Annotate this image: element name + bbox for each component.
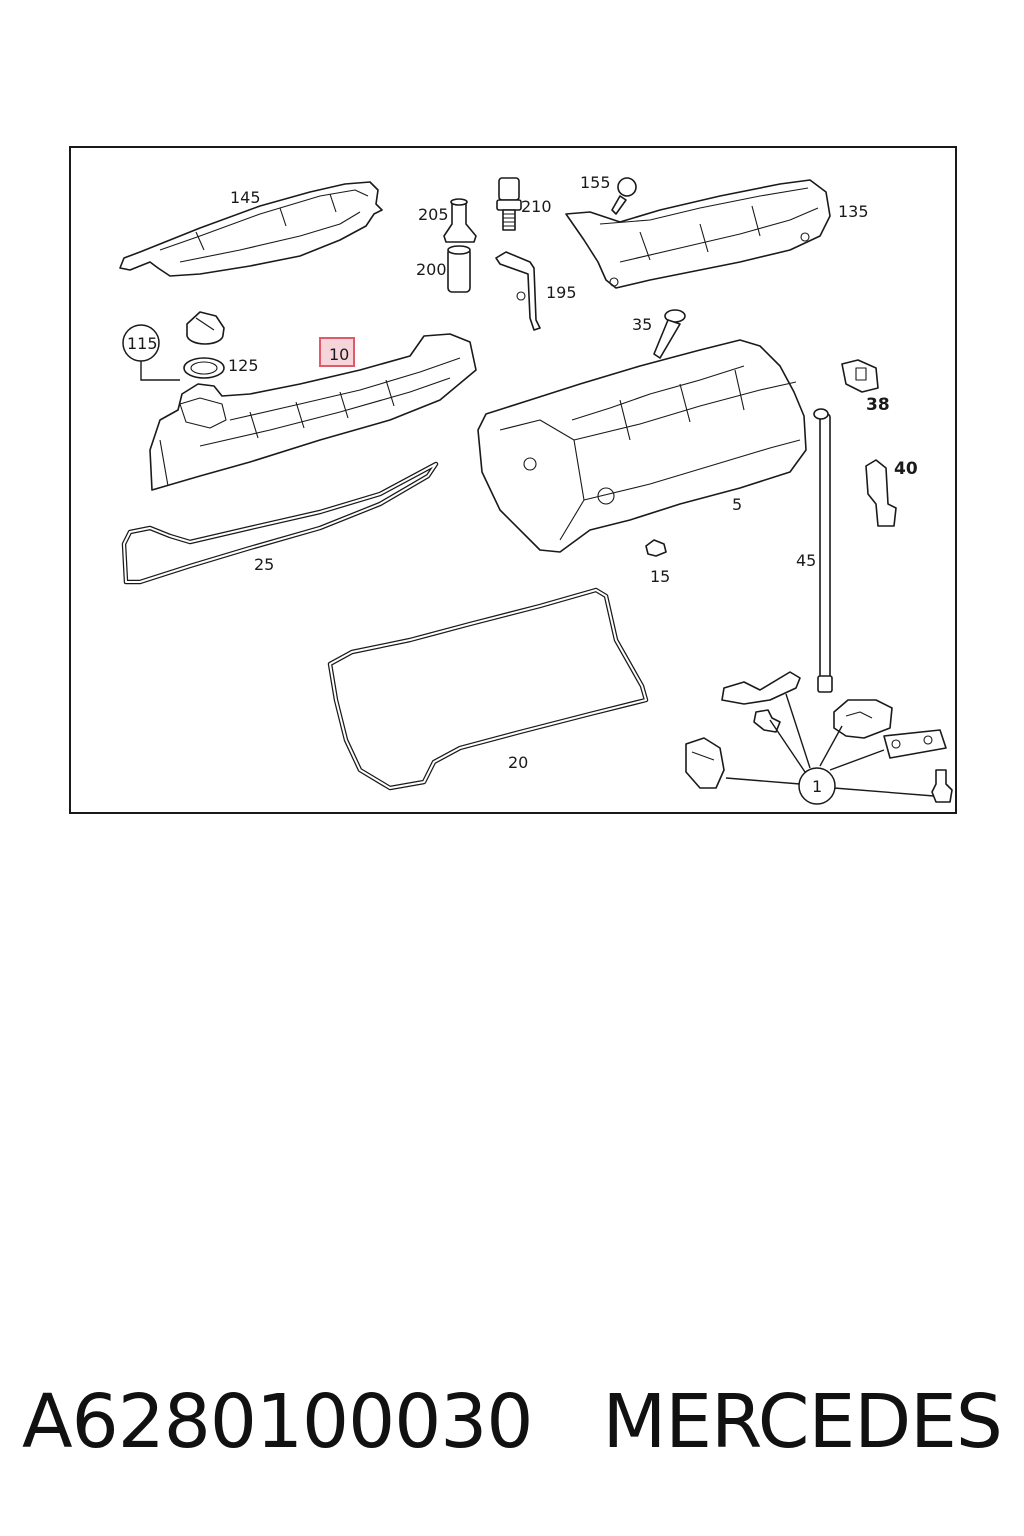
part-20-gasket (327, 587, 649, 791)
callout-200: 200 (416, 260, 447, 279)
part-5-cover (477, 339, 807, 553)
callout-45: 45 (796, 551, 816, 570)
part-15-seal (645, 539, 667, 557)
callout-115-circle (122, 324, 160, 362)
callout-125: 125 (228, 356, 259, 375)
callout-38: 38 (866, 395, 890, 415)
callout-35: 35 (632, 315, 652, 334)
highlight-box-10 (319, 337, 355, 367)
callout-40: 40 (894, 459, 918, 479)
part-number: A6280100030 (22, 1379, 533, 1465)
part-115-cap (186, 311, 225, 345)
callout-15: 15 (650, 567, 670, 586)
part-38-clip (841, 359, 879, 393)
part-135-cover (565, 179, 831, 289)
callout-155: 155 (580, 173, 611, 192)
part-10-cover (149, 333, 477, 491)
callout-20: 20 (508, 753, 528, 772)
callout-25: 25 (254, 555, 274, 574)
callout-5: 5 (732, 495, 742, 514)
callout-1: 1 (812, 777, 822, 796)
part-155-screw (611, 177, 637, 215)
part-1-kit (685, 671, 953, 803)
part-125-ring (183, 357, 225, 379)
part-145-cover (119, 181, 383, 277)
part-35-bolt (653, 309, 686, 359)
part-40-bracket (865, 459, 897, 527)
callout-10: 10 (329, 345, 349, 364)
callout-135: 135 (838, 202, 869, 221)
callout-210: 210 (521, 197, 552, 216)
callout-115: 115 (127, 334, 158, 353)
brand-name: MERCEDES (602, 1379, 1002, 1465)
part-195-bracket (495, 251, 541, 331)
part-25-gasket (121, 461, 439, 585)
footer-caption: A6280100030 MERCEDES (22, 1372, 1012, 1472)
part-210-bolt (496, 177, 522, 231)
callout-205: 205 (418, 205, 449, 224)
callout-195: 195 (546, 283, 577, 302)
part-45-rod (813, 408, 833, 693)
part-200-sleeve (447, 245, 471, 293)
callout-145: 145 (230, 188, 261, 207)
parts-diagram: 145 205 210 155 135 200 195 115 125 10 3… (119, 173, 953, 805)
callout-1-circle (798, 767, 836, 805)
leader-lines (140, 360, 935, 797)
part-205-cap (443, 198, 477, 243)
